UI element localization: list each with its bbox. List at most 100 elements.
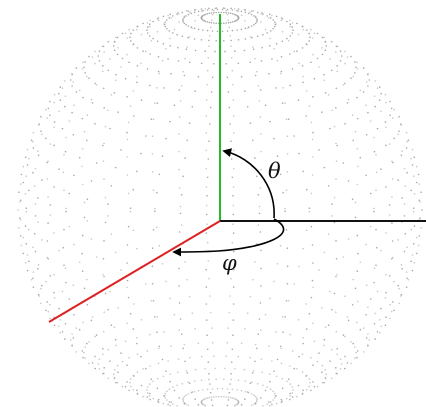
sphere-dot <box>19 201 21 203</box>
sphere-dot <box>186 278 188 281</box>
sphere-dot <box>373 95 376 97</box>
sphere-dot <box>98 358 101 360</box>
sphere-dot <box>216 387 219 390</box>
sphere-dot <box>301 371 304 373</box>
sphere-dot <box>37 197 39 199</box>
sphere-dot <box>205 232 208 234</box>
sphere-dot <box>235 398 237 401</box>
sphere-dot <box>88 362 90 365</box>
sphere-dot <box>19 217 21 219</box>
sphere-dot <box>410 228 413 231</box>
sphere-dot <box>217 395 220 398</box>
sphere-dot <box>260 133 262 135</box>
sphere-dot <box>117 307 119 309</box>
sphere-dot <box>380 307 382 310</box>
sphere-dot <box>64 267 67 270</box>
sphere-dot <box>258 212 261 215</box>
sphere-dot <box>233 149 235 152</box>
sphere-dot <box>136 28 138 31</box>
sphere-dot <box>58 92 60 95</box>
sphere-dot <box>255 347 258 350</box>
sphere-dot <box>312 381 314 383</box>
sphere-dot <box>189 11 191 13</box>
sphere-dot <box>384 324 387 327</box>
sphere-dot <box>266 403 269 405</box>
sphere-dot <box>180 85 183 87</box>
sphere-dot <box>378 86 381 88</box>
sphere-dot <box>69 339 72 341</box>
sphere-dot <box>172 15 174 17</box>
sphere-dot <box>61 127 64 130</box>
sphere-dot <box>312 286 314 289</box>
sphere-dot <box>279 173 282 176</box>
sphere-dot <box>227 91 230 93</box>
sphere-dot <box>140 99 143 101</box>
sphere-dot <box>273 370 275 373</box>
sphere-dot <box>248 12 250 15</box>
sphere-dot <box>49 204 52 206</box>
sphere-dot <box>168 401 171 403</box>
sphere-dot <box>18 227 20 229</box>
sphere-dot <box>170 345 172 348</box>
sphere-dot <box>392 301 394 303</box>
sphere-dot <box>237 8 240 10</box>
sphere-dot <box>162 15 165 18</box>
sphere-dot <box>206 241 209 244</box>
sphere-dot <box>209 295 211 297</box>
sphere-dot <box>297 384 300 387</box>
sphere-dot <box>335 178 337 180</box>
sphere-dot <box>393 137 395 140</box>
sphere-dot <box>53 144 55 147</box>
sphere-dot <box>420 191 422 193</box>
sphere-dot <box>354 346 356 348</box>
sphere-dot <box>356 68 359 70</box>
sphere-dot <box>323 338 326 341</box>
sphere-dot <box>65 281 67 284</box>
sphere-dot <box>373 210 375 213</box>
sphere-dot <box>268 345 270 348</box>
sphere-dot <box>165 370 167 373</box>
sphere-dot <box>367 333 369 335</box>
sphere-dot <box>124 77 127 80</box>
sphere-dot <box>112 45 115 47</box>
sphere-dot <box>203 19 205 22</box>
sphere-dot <box>225 11 227 14</box>
sphere-dot <box>210 399 213 401</box>
sphere-dot <box>213 63 215 65</box>
sphere-dot <box>73 314 75 316</box>
sphere-dot <box>117 47 119 49</box>
sphere-dot <box>156 87 158 89</box>
sphere-dot <box>323 79 326 82</box>
sphere-dot <box>149 25 151 28</box>
sphere-dot <box>83 287 86 290</box>
sphere-dot <box>232 99 235 101</box>
sphere-dot <box>313 340 316 343</box>
sphere-dot <box>206 84 208 86</box>
sphere-dot <box>359 261 362 264</box>
sphere-dot <box>169 120 171 123</box>
sphere-dot <box>81 234 84 237</box>
sphere-dot <box>61 290 64 293</box>
sphere-dot <box>109 127 111 130</box>
sphere-dot <box>375 171 378 174</box>
sphere-dot <box>296 50 298 52</box>
sphere-dot <box>102 330 105 333</box>
sphere-dot <box>149 365 151 367</box>
sphere-dot <box>269 297 271 300</box>
sphere-dot <box>200 8 203 10</box>
sphere-dot <box>206 388 209 391</box>
sphere-dot <box>81 350 84 352</box>
sphere-dot <box>325 45 328 47</box>
sphere-dot <box>73 174 75 177</box>
sphere-dot <box>64 95 67 97</box>
sphere-dot <box>103 311 105 314</box>
sphere-dot <box>126 381 128 383</box>
sphere-dot <box>405 286 408 289</box>
sphere-dot <box>152 397 154 400</box>
sphere-dot <box>47 310 50 313</box>
sphere-dot <box>254 401 257 404</box>
sphere-dot <box>28 157 30 160</box>
sphere-dot <box>279 345 282 348</box>
sphere-dot <box>235 404 237 406</box>
